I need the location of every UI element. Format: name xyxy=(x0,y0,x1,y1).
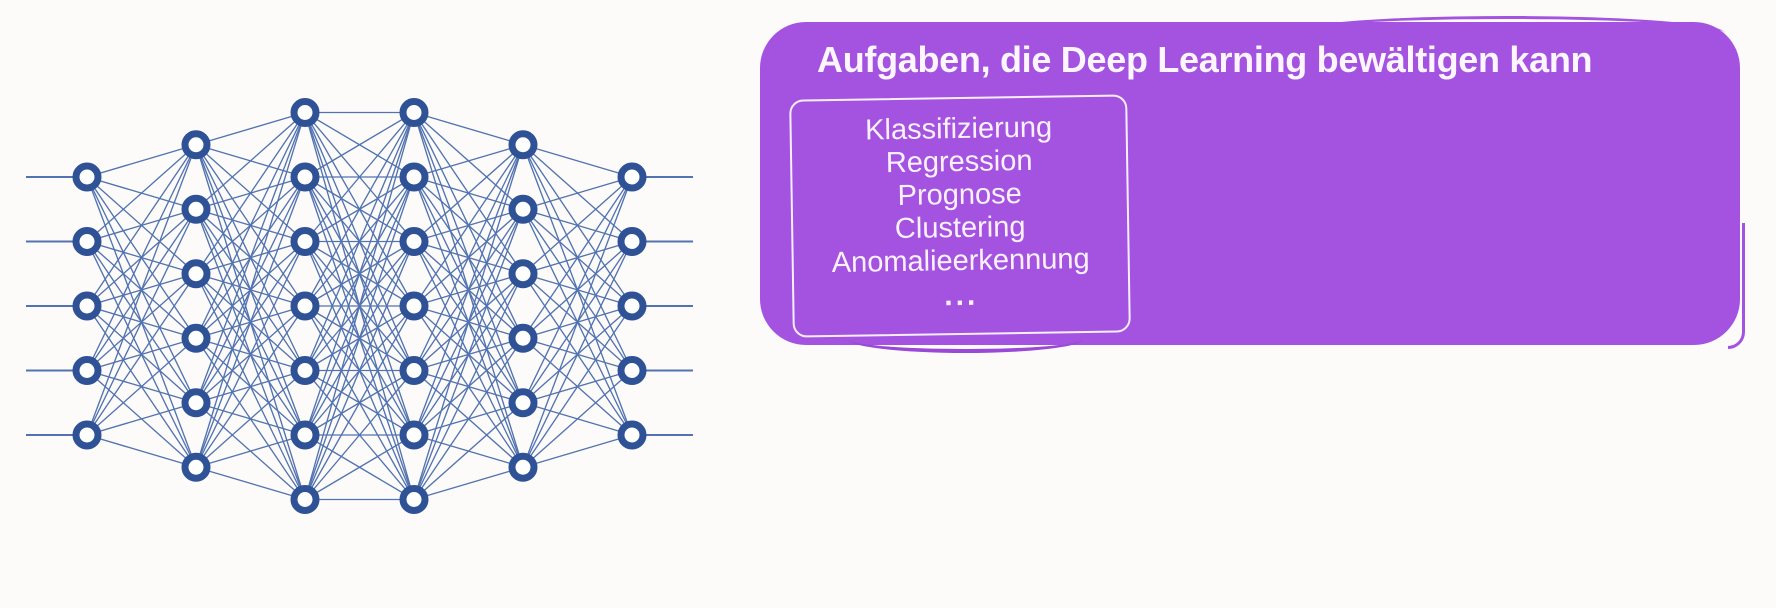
sketch-stroke-bottom xyxy=(848,339,1084,353)
neuron-node xyxy=(72,420,102,450)
task-item: Prognose xyxy=(897,178,1022,212)
neuron-node xyxy=(290,98,320,127)
neuron-node xyxy=(399,98,429,127)
neuron-node xyxy=(617,227,647,256)
neuron-node xyxy=(399,162,429,192)
neuron-node xyxy=(290,485,320,514)
neuron-node xyxy=(617,291,647,321)
neuron-node xyxy=(399,227,429,256)
neuron-node xyxy=(508,452,538,482)
sketch-stroke-top xyxy=(1289,16,1726,33)
panel-title: Aufgaben, die Deep Learning bewältigen k… xyxy=(817,39,1593,80)
neuron-node xyxy=(181,194,211,224)
neuron-node xyxy=(72,356,102,385)
neuron-node xyxy=(508,194,538,224)
network-nodes xyxy=(72,98,647,514)
neural-network-diagram xyxy=(26,98,693,514)
neuron-node xyxy=(181,388,211,418)
task-item: Clustering xyxy=(894,210,1026,246)
neuron-node xyxy=(617,162,647,192)
network-edges xyxy=(26,111,693,501)
neuron-node xyxy=(508,130,538,160)
neuron-node xyxy=(290,356,320,385)
neuron-node xyxy=(508,388,538,418)
neuron-node xyxy=(399,291,429,321)
neuron-node xyxy=(181,130,211,160)
neuron-node xyxy=(290,162,320,192)
neuron-node xyxy=(72,291,102,321)
sketch-stroke-right xyxy=(1728,223,1745,349)
task-item: Anomalieerkennung xyxy=(831,242,1090,280)
neuron-node xyxy=(617,356,647,385)
neuron-node xyxy=(72,162,102,192)
task-item-ellipsis: ... xyxy=(943,278,979,313)
neuron-node xyxy=(508,259,538,289)
neuron-node xyxy=(181,452,211,482)
deep-learning-tasks-panel: Aufgaben, die Deep Learning bewältigen k… xyxy=(760,16,1745,353)
neuron-node xyxy=(508,323,538,353)
task-item: Klassifizierung xyxy=(864,111,1053,147)
neuron-node xyxy=(617,420,647,450)
neuron-node xyxy=(399,356,429,385)
neuron-node xyxy=(181,259,211,289)
neuron-node xyxy=(290,227,320,256)
neuron-node xyxy=(399,485,429,514)
task-item: Regression xyxy=(885,144,1033,180)
neuron-node xyxy=(290,420,320,450)
neuron-node xyxy=(181,323,211,353)
neuron-node xyxy=(290,291,320,321)
neuron-node xyxy=(399,420,429,450)
neuron-node xyxy=(72,227,102,256)
